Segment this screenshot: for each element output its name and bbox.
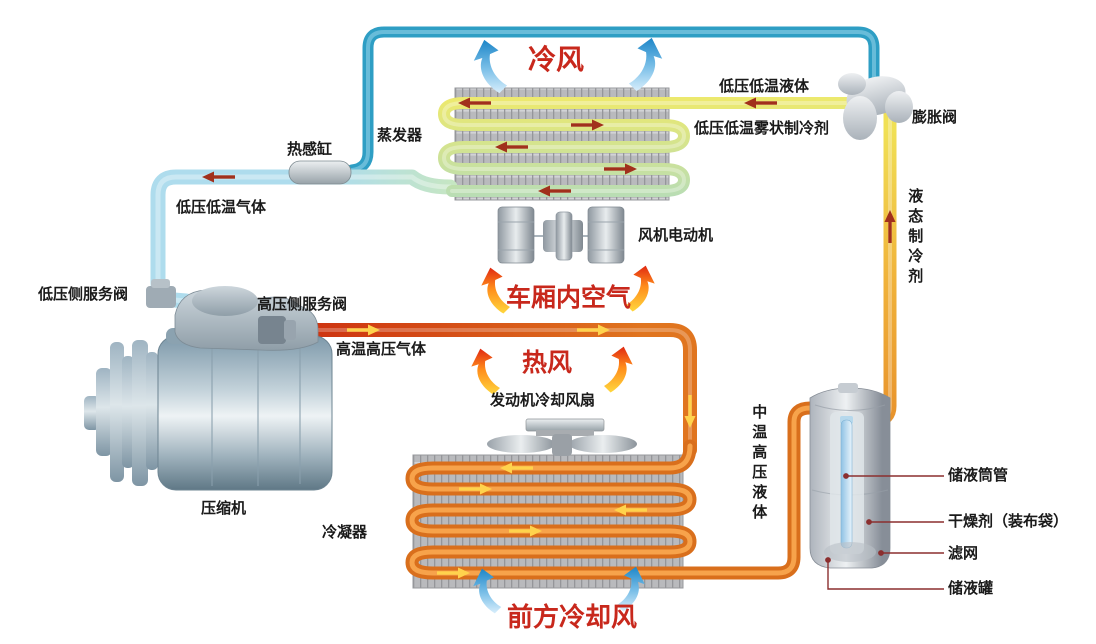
label-high-side-service-valve: 高压侧服务阀 xyxy=(257,295,348,313)
high-side-service-valve-fitting xyxy=(258,316,286,344)
label-receiver-tank: 储液罐 xyxy=(948,579,994,597)
label-front-cooling-air: 前方冷却风 xyxy=(507,603,638,633)
label-engine-cooling-fan: 发动机冷却风扇 xyxy=(490,391,596,409)
label-low-side-service-valve: 低压侧服务阀 xyxy=(38,285,129,303)
label-expansion-valve: 膨胀阀 xyxy=(912,108,958,126)
label-filter-screen: 滤网 xyxy=(948,544,979,562)
fan-motor-graphic xyxy=(497,206,625,264)
label-hot-air: 热风 xyxy=(522,348,573,377)
label-lp-lt-liquid: 低压低温液体 xyxy=(719,77,810,95)
label-lp-lt-mist: 低压低温雾状制冷剂 xyxy=(694,119,830,137)
filter-screen-graphic xyxy=(824,542,876,562)
label-liquid-refrigerant: 液态制冷剂 xyxy=(906,188,925,288)
suction-pipe xyxy=(158,177,450,301)
label-fan-motor: 风机电动机 xyxy=(638,226,714,244)
label-mid-temp-hp-liquid: 中温高压液体 xyxy=(750,404,769,524)
label-ht-hp-gas: 高温高压气体 xyxy=(336,340,427,358)
label-desiccant-bag: 干燥剂（装布袋） xyxy=(948,512,1069,530)
expansion-valve-graphic xyxy=(838,73,913,140)
label-cold-air: 冷风 xyxy=(528,43,585,76)
condenser-core xyxy=(412,454,684,589)
liquid-riser-pipe xyxy=(852,112,890,420)
compressor-graphic xyxy=(84,279,333,491)
label-receiver-dip-tube: 储液筒管 xyxy=(948,466,1009,484)
label-thermal-bulb: 热感缸 xyxy=(287,140,333,158)
label-evaporator: 蒸发器 xyxy=(377,126,423,144)
engine-cooling-fan-graphic xyxy=(487,418,637,456)
label-compressor: 压缩机 xyxy=(201,499,247,517)
thermal-bulb-graphic xyxy=(288,160,352,185)
label-condenser: 冷凝器 xyxy=(322,523,368,541)
receiver-dip-tube-graphic xyxy=(840,419,853,549)
low-side-service-valve-fitting xyxy=(146,286,176,308)
leader-lines xyxy=(825,473,944,590)
label-cabin-air: 车厢内空气 xyxy=(506,283,632,312)
label-lp-lt-gas: 低压低温气体 xyxy=(176,198,267,216)
